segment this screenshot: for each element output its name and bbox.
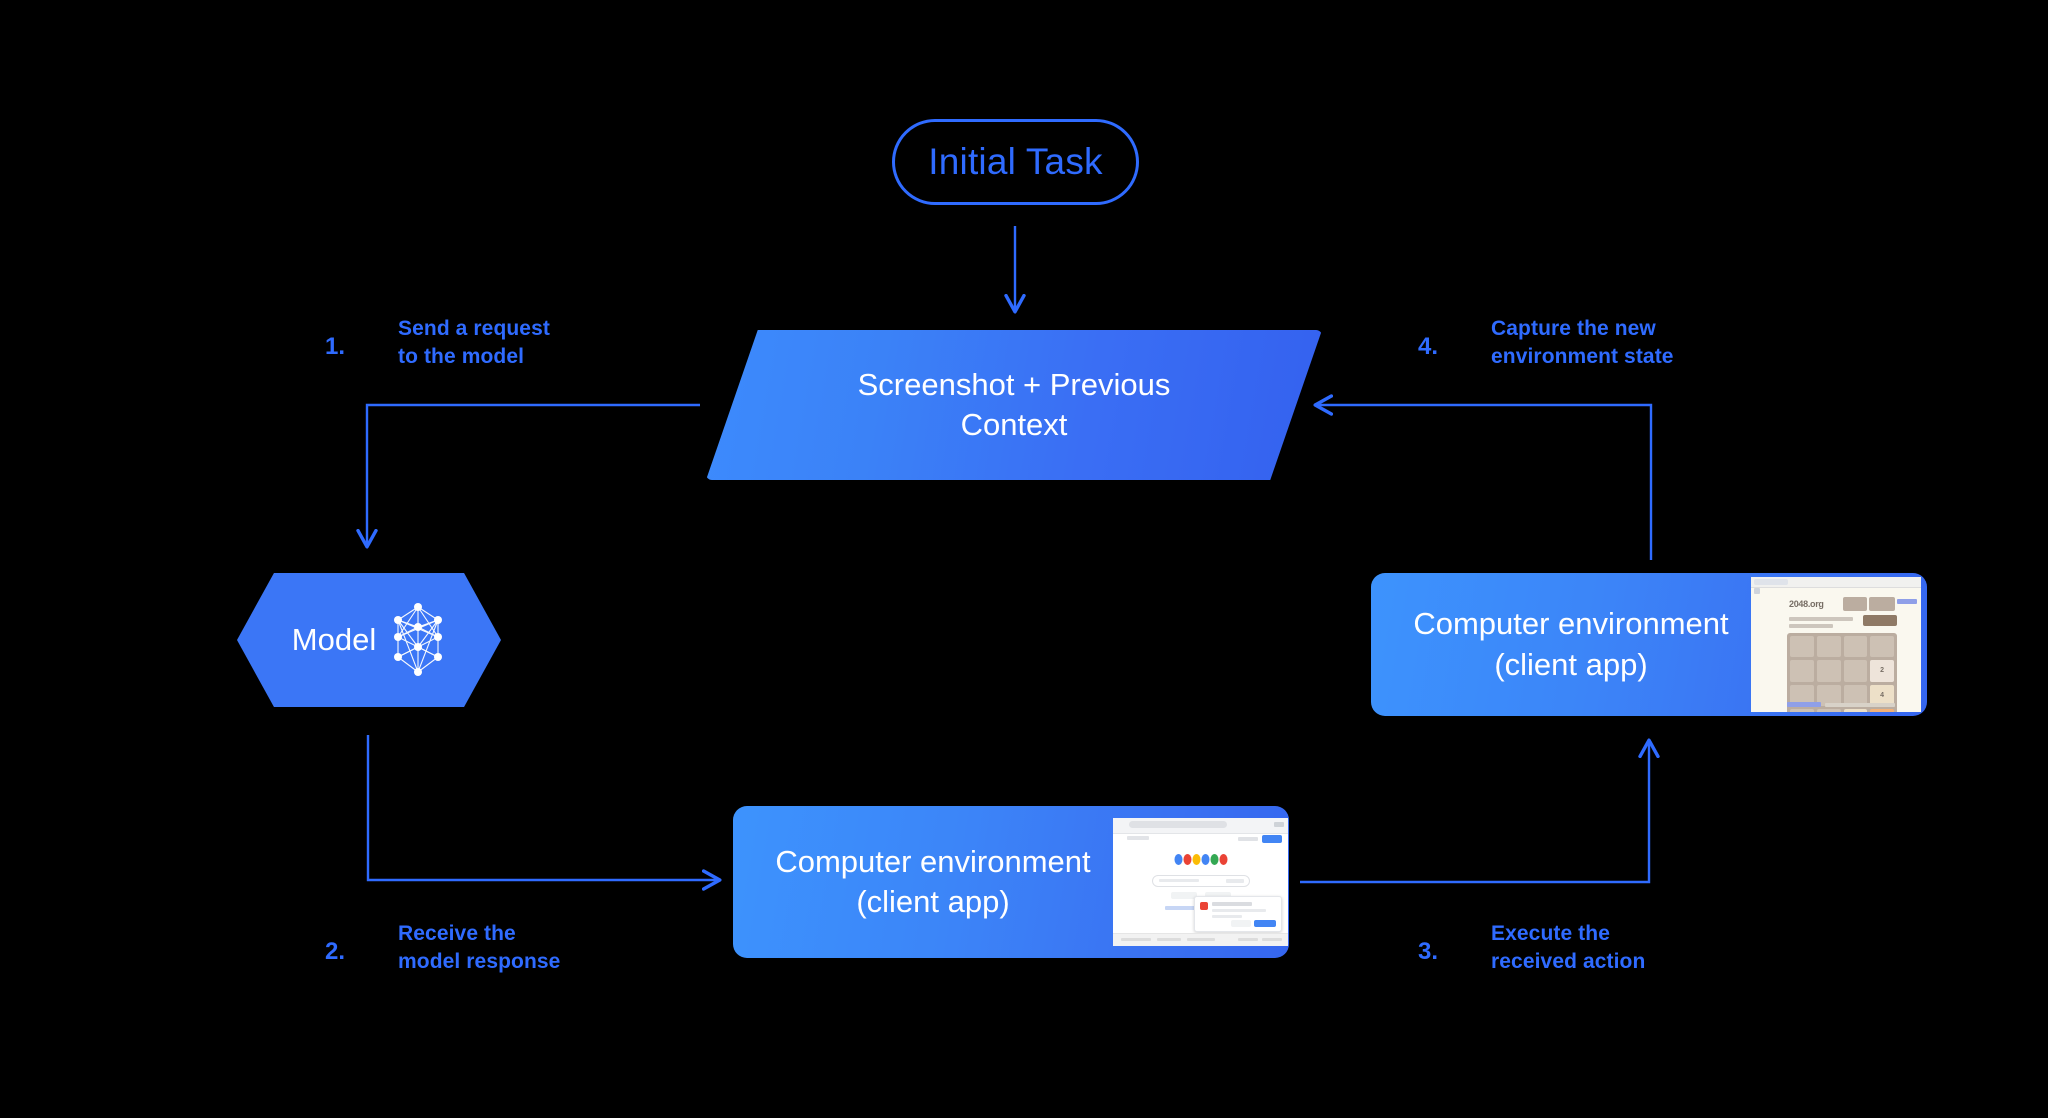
google-logo-icon — [1174, 854, 1227, 865]
footer-link — [1787, 702, 1821, 707]
thumbnail-2048-game: 2048.org 2 — [1751, 577, 1921, 712]
step-2-number: 2. — [325, 938, 346, 965]
tile — [1790, 660, 1814, 682]
dialog-icon — [1200, 902, 1208, 910]
game-site-name: 2048.org — [1789, 599, 1824, 609]
step-3-line1: Execute the — [1491, 922, 1610, 945]
tile — [1843, 660, 1868, 682]
env-bottom-line2: (client app) — [856, 884, 1010, 919]
step-1-line2: to the model — [398, 345, 525, 368]
sign-in-button[interactable] — [1262, 835, 1282, 843]
node-env-right[interactable]: Computer environment (client app) 2048.o… — [1371, 573, 1927, 716]
edge-model-to-env-bottom — [366, 735, 722, 891]
tile — [1790, 708, 1814, 712]
search-buttons[interactable] — [1170, 892, 1231, 899]
context-label: Screenshot + Previous Context — [706, 330, 1322, 480]
hexagon-shape — [237, 573, 501, 707]
node-env-bottom[interactable]: Computer environment (client app) — [733, 806, 1289, 958]
new-game-button[interactable] — [1863, 615, 1897, 626]
model-label: Model — [291, 622, 377, 657]
step-1-number: 1. — [325, 333, 346, 360]
step-3: 3. Execute the received action — [1418, 920, 1738, 990]
context-label-line1: Screenshot + Previous — [857, 366, 1171, 402]
tile — [1790, 684, 1814, 706]
edge-context-to-model — [356, 403, 700, 549]
header-link-1 — [1897, 599, 1917, 604]
node-model[interactable]: Model — [237, 573, 501, 707]
google-apps-links — [1238, 837, 1258, 841]
step-4: 4. Capture the new environment state — [1418, 315, 1738, 385]
browser-url-bar — [1129, 821, 1227, 828]
browser-window-controls — [1274, 822, 1284, 827]
step-2-line1: Receive the — [398, 922, 516, 945]
browser-bookmarks — [1127, 836, 1149, 840]
parallelogram-shape — [706, 330, 1322, 480]
step-4-line2: environment state — [1491, 345, 1674, 368]
step-2-line2: model response — [398, 950, 561, 973]
best-box — [1869, 597, 1895, 611]
dialog-primary-button[interactable] — [1254, 920, 1276, 927]
step-4-line1: Capture the new — [1491, 317, 1656, 340]
edge-env-right-to-context — [1313, 394, 1653, 560]
browser-tabbar — [1751, 577, 1921, 588]
browser-tab — [1754, 579, 1788, 585]
step-2: 2. Receive the model response — [325, 920, 645, 990]
step-4-number: 4. — [1418, 333, 1439, 360]
edge-env-bottom-to-env-right — [1300, 738, 1660, 884]
neural-network-icon — [394, 603, 443, 676]
search-mic-icon — [1225, 879, 1244, 883]
tile — [1790, 636, 1814, 658]
tile — [1816, 636, 1841, 658]
tile — [1870, 636, 1894, 658]
env-right-line1: Computer environment — [1413, 606, 1729, 642]
node-initial-task[interactable]: Initial Task — [892, 119, 1139, 205]
dialog-title — [1212, 902, 1252, 906]
tile — [1816, 708, 1841, 712]
thumbnail-google-search — [1113, 818, 1288, 946]
score-box — [1843, 597, 1867, 611]
search-placeholder — [1158, 879, 1199, 882]
context-label-line2: Context — [960, 407, 1068, 442]
footer-text — [1825, 703, 1895, 707]
tile: 4 — [1870, 684, 1894, 706]
step-1-line1: Send a request — [398, 317, 550, 340]
dialog-body-line2 — [1212, 915, 1242, 918]
env-bottom-label: Computer environment (client app) — [753, 806, 1113, 958]
initial-task-label: Initial Task — [928, 141, 1103, 182]
dialog-secondary-button[interactable] — [1231, 920, 1251, 927]
env-bottom-line1: Computer environment — [775, 843, 1091, 879]
dialog-body-line1 — [1212, 909, 1266, 912]
step-3-number: 3. — [1418, 938, 1439, 965]
google-search-input[interactable] — [1151, 875, 1250, 887]
env-right-line2: (client app) — [1494, 646, 1648, 682]
game-subtitle-line1 — [1789, 617, 1853, 621]
consent-dialog[interactable] — [1194, 896, 1282, 932]
node-screenshot-context[interactable]: Screenshot + Previous Context — [706, 330, 1322, 480]
tile — [1816, 684, 1841, 706]
tile — [1843, 684, 1868, 706]
env-right-label: Computer environment (client app) — [1391, 573, 1751, 716]
tile — [1843, 636, 1868, 658]
tile: 8 — [1870, 708, 1894, 712]
game-board: 2 4 4 8 — [1787, 633, 1897, 712]
tile: 4 — [1843, 708, 1868, 712]
step-3-line2: received action — [1491, 950, 1646, 973]
game-subtitle-line2 — [1789, 624, 1833, 628]
tile — [1816, 660, 1841, 682]
page-footer — [1113, 933, 1288, 946]
browser-back-icon — [1754, 588, 1760, 594]
tile: 2 — [1870, 660, 1894, 682]
step-1: 1. Send a request to the model — [325, 315, 625, 385]
